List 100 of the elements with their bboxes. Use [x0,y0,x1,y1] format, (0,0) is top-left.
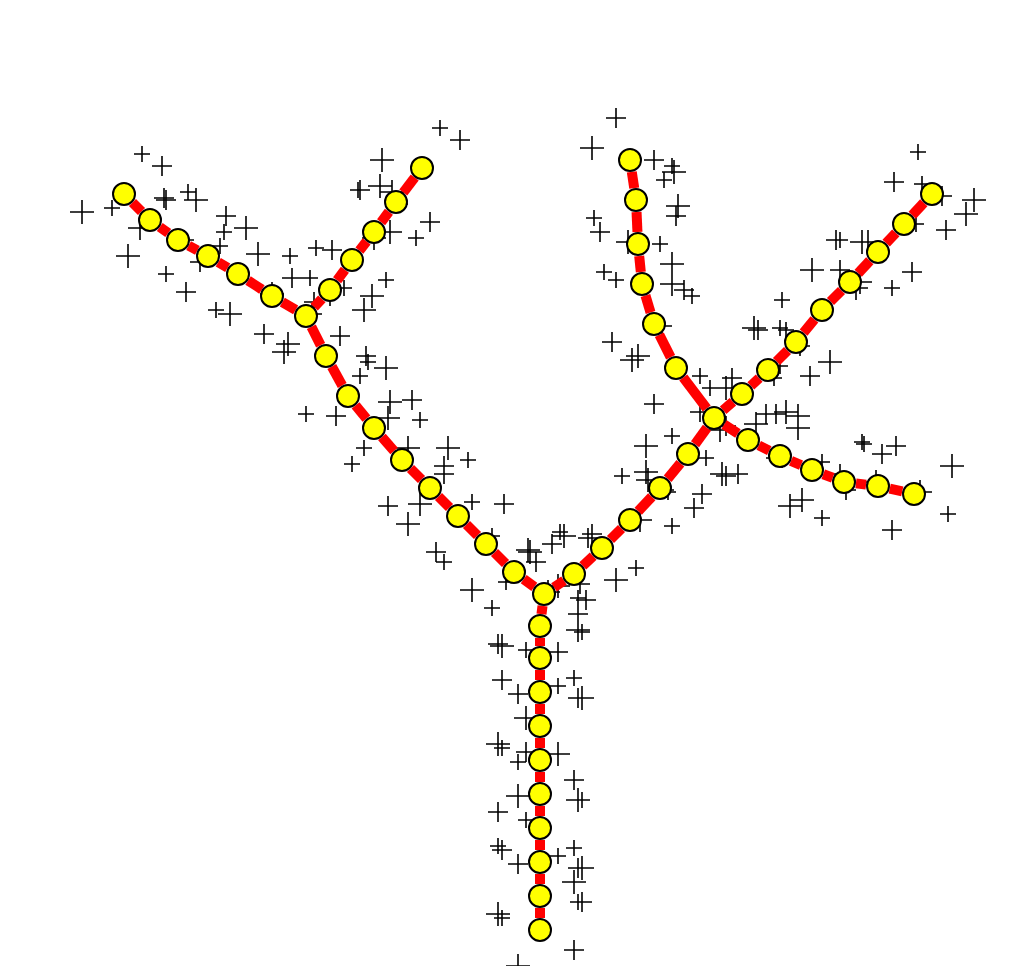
connector-line [888,483,904,497]
circle-node [528,884,552,908]
connector-line [908,199,928,219]
circle-node [362,220,386,244]
circle-node [318,278,342,302]
circle-node [528,850,552,874]
circle-node [626,232,650,256]
circle-node [528,748,552,772]
circle-node [446,504,470,528]
connector-line [855,478,867,490]
connector-line [882,229,900,247]
connector-line [306,324,326,348]
circle-node [166,228,190,252]
connector-line [310,295,326,311]
circle-node [624,188,648,212]
connector-line [826,286,846,306]
connector-line [535,908,545,918]
connector-line [772,346,792,366]
connector-line [490,548,510,568]
circle-node [664,356,688,380]
connector-line [535,840,545,850]
circle-node [866,474,890,498]
circle-node [676,442,700,466]
circle-node [768,444,792,468]
connector-line [634,493,656,515]
connector-line [789,456,803,470]
circle-node [866,240,890,264]
connector-line [399,174,419,196]
connector-line [679,374,711,412]
connector-line [406,464,426,484]
connector-line [327,364,347,388]
connector-line [156,222,172,238]
circle-node [736,428,760,452]
circle-node [810,298,834,322]
circle-node [314,344,338,368]
connector-line [606,524,626,544]
circle-node [138,208,162,232]
connector-line [640,294,656,314]
circle-node [226,262,250,286]
connector-line [462,520,482,540]
connector-line [535,638,545,646]
connector-line [663,460,685,482]
circle-node [730,382,754,406]
connector-line [535,874,545,884]
connector-line [626,171,640,189]
connector-line [355,238,371,254]
connector-line [245,276,265,294]
connector-line [536,605,548,615]
connector-line [333,266,349,284]
connector-line [690,424,712,448]
circle-node [390,448,414,472]
connector-line [719,398,737,414]
connector-line [821,469,835,483]
connector-line [434,492,454,512]
circle-node [832,470,856,494]
circle-node [260,284,284,308]
circle-node [528,816,552,840]
connector-line [756,440,772,456]
connector-line [654,332,676,360]
circle-node [362,416,386,440]
circle-node [618,148,642,172]
connector-line [378,433,398,455]
connector-line [520,575,538,591]
connector-line [579,552,597,570]
circle-node [528,782,552,806]
connector-line [351,402,371,422]
circle-node [800,458,824,482]
connector-line [721,420,741,438]
circle-node [528,918,552,942]
circle-node [562,562,586,586]
circle-node [756,358,780,382]
circle-node [474,532,498,556]
connector-line [535,772,545,782]
circle-node [590,536,614,560]
connector-line [535,738,545,748]
circle-node [630,272,654,296]
circle-node [112,182,136,206]
connector-line [854,257,874,277]
connector-line [747,374,763,390]
circle-node [196,244,220,268]
connector-line [799,316,819,336]
connector-line [215,257,231,273]
circle-node [920,182,944,206]
connector-line [535,806,545,816]
circle-node [532,582,556,606]
circle-node [418,476,442,500]
connector-line [128,198,146,216]
circle-node [528,680,552,704]
connector-line [186,241,200,255]
circle-node [618,508,642,532]
circle-node [528,614,552,638]
circle-node [902,482,926,506]
circle-node [340,248,364,272]
circle-node [528,714,552,738]
connector-line [634,255,646,273]
circle-node [892,212,916,236]
connector-line [279,297,299,315]
circle-node [502,560,526,584]
circle-node [642,312,666,336]
connector-line [631,211,643,233]
